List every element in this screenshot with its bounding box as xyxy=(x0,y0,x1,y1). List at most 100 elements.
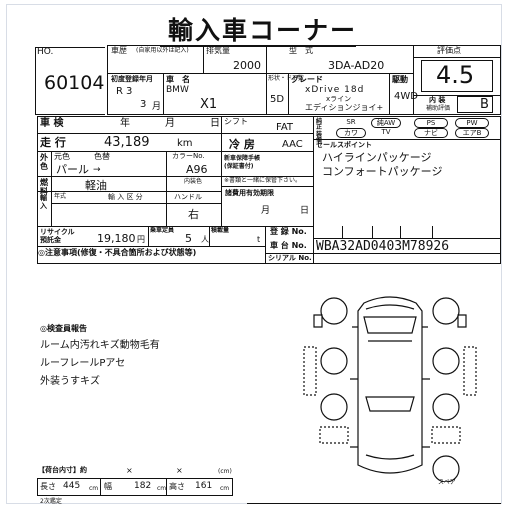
cargo-length: 445 xyxy=(63,481,81,491)
divider xyxy=(163,73,164,115)
divider xyxy=(342,226,343,239)
interior-label: 内 装 xyxy=(429,96,446,104)
divider xyxy=(100,478,101,496)
score-value: 4.5 xyxy=(436,61,475,89)
inspection-line-3: 外装うすキズ xyxy=(40,376,100,387)
divider xyxy=(265,226,266,264)
mileage-label: 走 行 xyxy=(40,136,66,149)
import-label: 輸入 xyxy=(40,194,47,210)
ac-label: 冷 房 xyxy=(229,138,255,151)
grade-line-3: エディションジョイ+ xyxy=(305,103,384,112)
interior-grade-box xyxy=(457,96,493,113)
cargo-label: 【荷台内寸】約 xyxy=(38,466,87,474)
bottom-line xyxy=(247,503,501,504)
grade-label: グレード xyxy=(291,75,323,84)
divider xyxy=(148,226,149,246)
color-value: パール xyxy=(56,163,89,176)
sales-point-1: ハイラインパッケージ xyxy=(322,151,432,164)
displacement-label: 排気量 xyxy=(206,46,230,55)
color-no-label: カラーNo. xyxy=(172,152,205,160)
history-label: 車歴 xyxy=(111,46,127,55)
header-box xyxy=(107,45,501,115)
header-divider xyxy=(107,73,413,74)
inner-color-label: 内装色 xyxy=(184,178,203,185)
equip-navi: ナビ xyxy=(414,128,448,138)
cargo-height-unit: cm xyxy=(220,485,230,492)
handle-label: ハンドル xyxy=(174,193,202,201)
model: X1 xyxy=(200,97,218,112)
inspection-label: ◎検査員報告 xyxy=(40,324,87,333)
cargo-height-label: 高さ xyxy=(169,482,185,491)
maker: BMW xyxy=(166,85,189,95)
recycle-unit: 円 xyxy=(137,235,145,244)
cargo-width-label: 幅 xyxy=(104,482,112,491)
grade-line-2: xライン xyxy=(326,95,352,103)
drive-label: 駆動 xyxy=(392,75,408,84)
sales-label: セールスポイント xyxy=(316,141,372,149)
equip-label: 純正装備 xyxy=(316,118,323,144)
divider xyxy=(51,151,52,226)
shaken-month-label: 月 xyxy=(165,118,175,129)
sheet-title: 輸入車コーナー xyxy=(168,16,358,45)
divider xyxy=(372,226,373,239)
chassis-no: WBA32AD0403M78926 xyxy=(316,239,450,254)
equip-ps: PS xyxy=(414,118,448,128)
cargo-height: 161 xyxy=(195,481,213,491)
type-value: 3DA-AD20 xyxy=(328,59,385,72)
interior-sub: 補助評価 xyxy=(426,105,451,112)
doors: 5D xyxy=(270,94,285,105)
car-name-label: 車 名 xyxy=(166,75,190,84)
cargo-times-2: × xyxy=(176,466,183,475)
deadline-day-label: 日 xyxy=(300,206,310,216)
spare-label: スペア xyxy=(438,479,456,486)
first-reg-label: 初度登録年月 xyxy=(111,75,153,83)
divider xyxy=(37,151,313,152)
main-grid xyxy=(37,116,501,264)
fuel-label: 燃料 xyxy=(40,178,48,196)
equip-sr: SR xyxy=(346,118,356,126)
mileage-unit: km xyxy=(177,138,193,149)
divider xyxy=(413,57,501,58)
displacement-value: 2000 xyxy=(233,59,261,72)
divider xyxy=(51,203,221,204)
equip-pw: PW xyxy=(455,118,489,128)
reg-month: 3 xyxy=(140,99,147,110)
capacity-label: 乗車定員 xyxy=(150,227,175,234)
divider xyxy=(166,176,221,177)
inspection-line-1: ルーム内汚れキズ動物毛有 xyxy=(40,340,160,351)
divider xyxy=(37,246,265,247)
recycle-label: リサイクル預託金 xyxy=(40,228,75,244)
recycle-deadline-label: 諸費用有効期限 xyxy=(225,189,274,197)
divider xyxy=(203,45,204,73)
color-change-label: 色替 xyxy=(94,152,110,161)
cargo-box xyxy=(37,478,233,496)
load-unit: t xyxy=(257,235,261,244)
equip-leather: カワ xyxy=(336,128,366,138)
divider xyxy=(413,45,414,115)
title-underline xyxy=(160,46,356,47)
divider xyxy=(221,186,313,187)
divider xyxy=(209,226,210,246)
reg-no-box xyxy=(313,226,501,239)
notes-label: ◎注意事項(修復・不具合箇所および状態等) xyxy=(38,248,197,257)
mileage: 43,189 xyxy=(104,135,150,150)
divider xyxy=(166,191,167,226)
divider xyxy=(266,45,267,115)
shaken-year-label: 年 xyxy=(120,118,130,129)
doors-label: 形状・ドア数 xyxy=(268,75,305,82)
capacity-unit: 人 xyxy=(201,235,209,244)
color-arrow: → xyxy=(93,165,101,175)
ac: AAC xyxy=(282,139,303,150)
divider xyxy=(37,226,313,227)
shaken-label: 車 検 xyxy=(40,118,64,129)
manual-note: ※書類と一緒に保管下さい。 xyxy=(224,177,302,184)
deadline-month-label: 月 xyxy=(261,206,271,216)
shift: FAT xyxy=(276,122,294,133)
divider xyxy=(432,226,433,239)
era: R xyxy=(116,86,123,97)
divider xyxy=(265,253,501,254)
interior-grade: B xyxy=(480,97,489,112)
divider xyxy=(166,478,167,496)
equip-aw: 純AW xyxy=(371,118,401,128)
chassis-label: 車 台 No. xyxy=(270,241,307,250)
